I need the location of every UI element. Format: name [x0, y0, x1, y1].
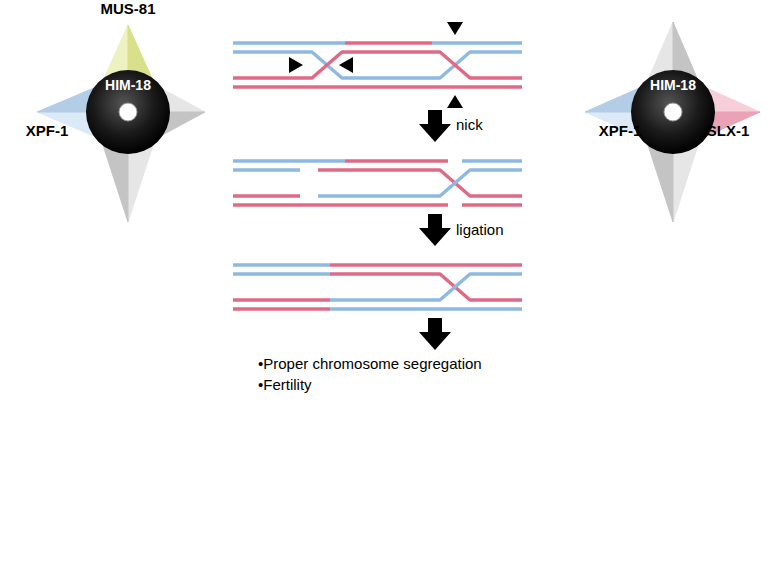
ring-label: HIM-18 — [650, 77, 696, 93]
crossover-product — [233, 265, 522, 309]
him-18-ring: HIM-18 — [630, 69, 716, 155]
outcome-label: •Fertility — [258, 376, 312, 393]
nuclease-label: XPF-1 — [599, 122, 642, 139]
nuclease-complex-star: HIM-18XPF-1 SLX-1 — [570, 0, 770, 235]
step-arrows — [419, 110, 451, 350]
nuclease-label: MUS-81 — [100, 0, 155, 17]
nuclease-label: SLX-1 — [707, 122, 750, 139]
ring-body — [631, 70, 715, 154]
outcome-label: •Proper chromosome segregation — [258, 355, 482, 372]
nuclease-complex-star: HIM-18 MUS-81XPF-1 — [15, 0, 220, 235]
cut-site-triangles — [289, 22, 463, 108]
ring-body — [86, 70, 170, 154]
ring-hole — [119, 103, 137, 121]
ring-hole — [664, 103, 682, 121]
nuclease-label: XPF-1 — [26, 122, 69, 139]
step-label: nick — [456, 116, 483, 133]
nicked-junction — [233, 161, 522, 205]
double-holliday-junction — [233, 43, 522, 87]
ring-label: HIM-18 — [105, 77, 151, 93]
him-18-ring: HIM-18 — [85, 69, 171, 155]
step-label: ligation — [456, 221, 504, 238]
